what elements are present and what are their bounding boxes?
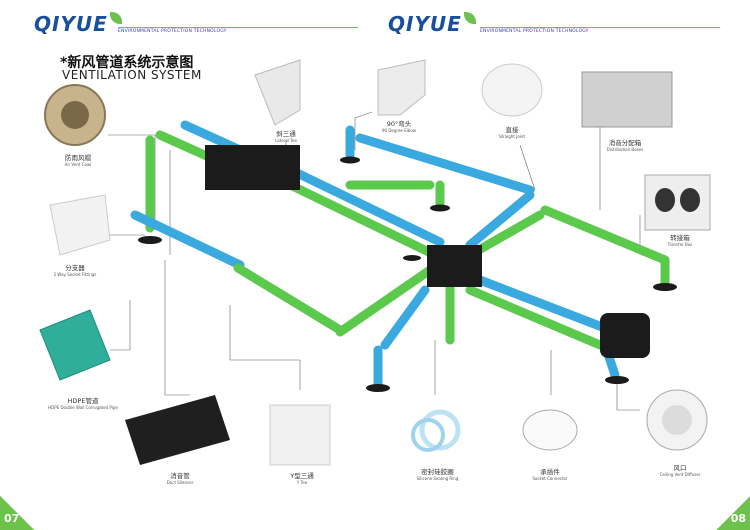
right-tagline: ENVIRONMENTAL PROTECTION TECHNOLOGY: [480, 29, 589, 34]
pipe-segment: [355, 133, 535, 195]
ceiling-diffuser-icon: [662, 405, 692, 435]
transfer-box-icon: [644, 174, 711, 231]
transfer-box: [600, 313, 650, 358]
pipe-segment: [335, 265, 435, 337]
socket-connector-icon: [522, 409, 578, 451]
pipe-segment: [233, 263, 345, 335]
left-logo: QIYUE: [34, 12, 122, 36]
pipe-segment: [540, 205, 670, 265]
transfer-box-hole: [680, 188, 700, 212]
lateral-tee-icon: [254, 59, 301, 126]
two-way-fitting-icon: [49, 194, 111, 256]
pipe-segment: [275, 175, 440, 260]
page-subtitle: VENTILATION SYSTEM: [62, 68, 202, 82]
page-number-left: 07: [0, 496, 34, 530]
product-thumbnails: [39, 59, 711, 466]
duct-silencer-icon: [125, 395, 230, 465]
elbow-icon: [377, 59, 426, 116]
page-number-right: 08: [716, 496, 750, 530]
distribution-box-icon: [581, 71, 673, 128]
pipe-segment: [475, 275, 615, 335]
left-tagline: ENVIRONMENTAL PROTECTION TECHNOLOGY: [118, 29, 227, 34]
pipe-segment: [465, 190, 535, 250]
sealing-ring-icon: [419, 409, 461, 451]
pipe-segment: [290, 167, 445, 247]
right-header-rule: [480, 27, 720, 28]
straight-joint-icon: [481, 63, 543, 117]
right-logo: QIYUE: [388, 12, 476, 36]
hdpe-pipe-icon: [39, 309, 111, 381]
y-tee-icon: [269, 404, 331, 466]
junction-box: [427, 245, 482, 287]
distribution-box: [205, 145, 300, 190]
sealing-ring-icon: [411, 418, 445, 452]
pipe-segment: [130, 210, 245, 270]
pipe-segment: [465, 285, 605, 350]
page-title: *新风管道系统示意图: [60, 55, 194, 71]
floor-flanges: [138, 156, 677, 392]
leaf-icon: [109, 12, 122, 24]
pipe-segment: [380, 285, 430, 350]
transfer-box-hole: [655, 188, 675, 212]
leader-lines: [108, 111, 641, 411]
leaf-icon: [463, 12, 476, 24]
left-header-rule: [118, 27, 358, 28]
air-vent-cowl-icon: [61, 101, 89, 129]
